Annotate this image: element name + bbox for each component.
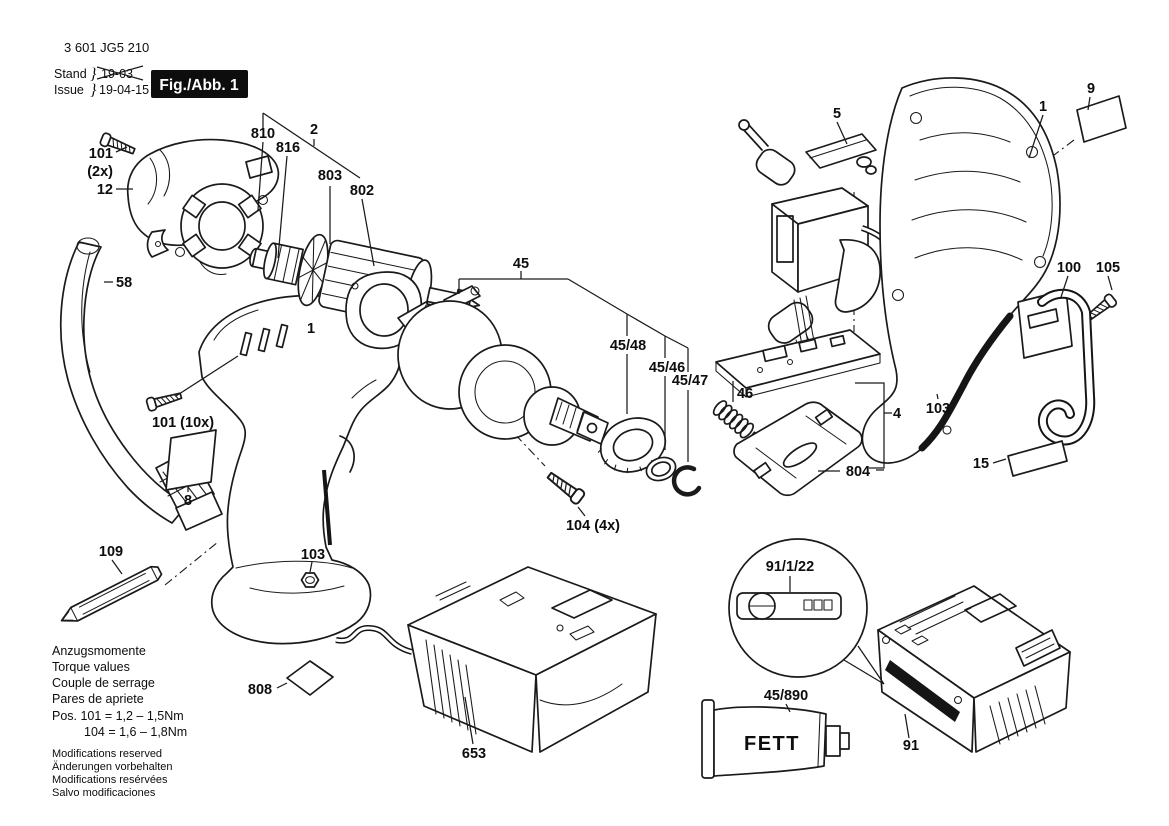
sticker-8 bbox=[165, 429, 217, 491]
type-number: 3 601 JG5 210 bbox=[64, 40, 149, 55]
torque-pos-104: 104 = 1,6 – 1,8Nm bbox=[84, 725, 187, 739]
title-block: 3 601 JG5 210 Stand Issue } } 19-03 19-0… bbox=[54, 40, 248, 99]
sticker-808 bbox=[286, 660, 334, 696]
callout-45-48: 45/48 bbox=[610, 338, 646, 354]
mod-note-fr: Modifications resérvées bbox=[52, 774, 168, 786]
modifications-note: Modifications reserved Änderungen vorbeh… bbox=[52, 748, 172, 799]
callout-2: 2 bbox=[310, 122, 318, 138]
torque-title-es: Pares de apriete bbox=[52, 692, 144, 706]
callout-15: 15 bbox=[973, 456, 989, 472]
part-electronics-board bbox=[715, 295, 881, 398]
part-belt-clip bbox=[1017, 288, 1096, 446]
leader-lines bbox=[104, 96, 1113, 745]
part-battery bbox=[877, 585, 1071, 753]
tube-fett-text: FETT bbox=[744, 733, 800, 755]
part-screw-104-4x bbox=[543, 468, 587, 507]
part-rear-housing bbox=[861, 77, 1061, 464]
callout-103-left: 103 bbox=[301, 547, 325, 563]
callout-45-47: 45/47 bbox=[672, 373, 708, 389]
callout-653: 653 bbox=[462, 746, 486, 762]
callout-105: 105 bbox=[1096, 260, 1120, 276]
part-rubber-ring bbox=[597, 417, 667, 474]
callout-1-rear: 1 bbox=[1039, 99, 1047, 115]
issue-date: 19-04-15 bbox=[99, 83, 149, 97]
part-c-clip bbox=[671, 465, 702, 497]
brace-2: } bbox=[90, 82, 97, 99]
torque-note: Anzugsmomente Torque values Couple de se… bbox=[52, 644, 187, 739]
callout-802: 802 bbox=[350, 183, 374, 199]
callout-816: 816 bbox=[276, 140, 300, 156]
callout-104-4x: 104 (4x) bbox=[566, 518, 620, 534]
callout-balloon bbox=[728, 538, 885, 685]
callout-45: 45 bbox=[513, 256, 529, 272]
issue-label: Issue bbox=[54, 83, 84, 97]
callout-45-890: 45/890 bbox=[764, 688, 808, 704]
callout-58: 58 bbox=[116, 275, 132, 291]
callout-101-10x: 101 (10x) bbox=[152, 415, 214, 431]
torque-title-en: Torque values bbox=[52, 660, 130, 674]
callout-9: 9 bbox=[1087, 81, 1095, 97]
callout-103-right: 103 bbox=[926, 401, 950, 417]
part-brush-plate bbox=[174, 155, 273, 275]
callout-5: 5 bbox=[833, 106, 841, 122]
callout-808: 808 bbox=[248, 682, 272, 698]
stand-label: Stand bbox=[54, 67, 87, 81]
figure-badge bbox=[151, 70, 248, 98]
part-switch-assembly bbox=[738, 119, 922, 361]
callout-804: 804 bbox=[846, 464, 870, 480]
part-grease-tube bbox=[701, 699, 850, 779]
callout-4: 4 bbox=[893, 406, 901, 422]
part-strap bbox=[59, 237, 223, 531]
torque-pos-101: Pos. 101 = 1,2 – 1,5Nm bbox=[52, 709, 184, 723]
callout-1-front: 1 bbox=[307, 321, 315, 337]
part-charger bbox=[335, 566, 657, 753]
callout-109: 109 bbox=[99, 544, 123, 560]
callout-100: 100 bbox=[1057, 260, 1081, 276]
torque-title-de: Anzugsmomente bbox=[52, 644, 146, 658]
callout-labels: 101 (2x) 12 810 816 2 803 802 58 1 101 (… bbox=[87, 81, 1120, 762]
sticker-9 bbox=[1076, 95, 1127, 143]
callout-91-1-22: 91/1/22 bbox=[766, 559, 814, 575]
callout-810: 810 bbox=[251, 126, 275, 142]
brace-1: } bbox=[90, 66, 97, 83]
part-nut-103-left bbox=[300, 572, 320, 588]
callout-45-46: 45/46 bbox=[649, 360, 685, 376]
mod-note-en: Modifications reserved bbox=[52, 748, 162, 760]
callout-46: 46 bbox=[737, 386, 753, 402]
strikethrough-mark bbox=[96, 65, 144, 81]
callout-803: 803 bbox=[318, 168, 342, 184]
figure-badge-label: Fig./Abb. 1 bbox=[159, 77, 239, 94]
callout-8: 8 bbox=[184, 493, 192, 509]
sticker-15 bbox=[1007, 440, 1068, 477]
mod-note-es: Salvo modificaciones bbox=[52, 787, 156, 799]
part-base-plate-804 bbox=[733, 401, 863, 497]
part-o-ring bbox=[645, 456, 677, 482]
callout-101-2x: 101 bbox=[89, 146, 113, 162]
part-gear-assembly bbox=[397, 285, 609, 446]
mod-note-de: Änderungen vorbehalten bbox=[52, 761, 172, 773]
callout-101-2x-qty: (2x) bbox=[87, 164, 113, 180]
callout-12: 12 bbox=[97, 182, 113, 198]
part-screw-101-10x bbox=[145, 388, 184, 413]
torque-title-fr: Couple de serrage bbox=[52, 676, 155, 690]
part-screwdriver-bit bbox=[60, 565, 163, 622]
callout-91: 91 bbox=[903, 738, 919, 754]
